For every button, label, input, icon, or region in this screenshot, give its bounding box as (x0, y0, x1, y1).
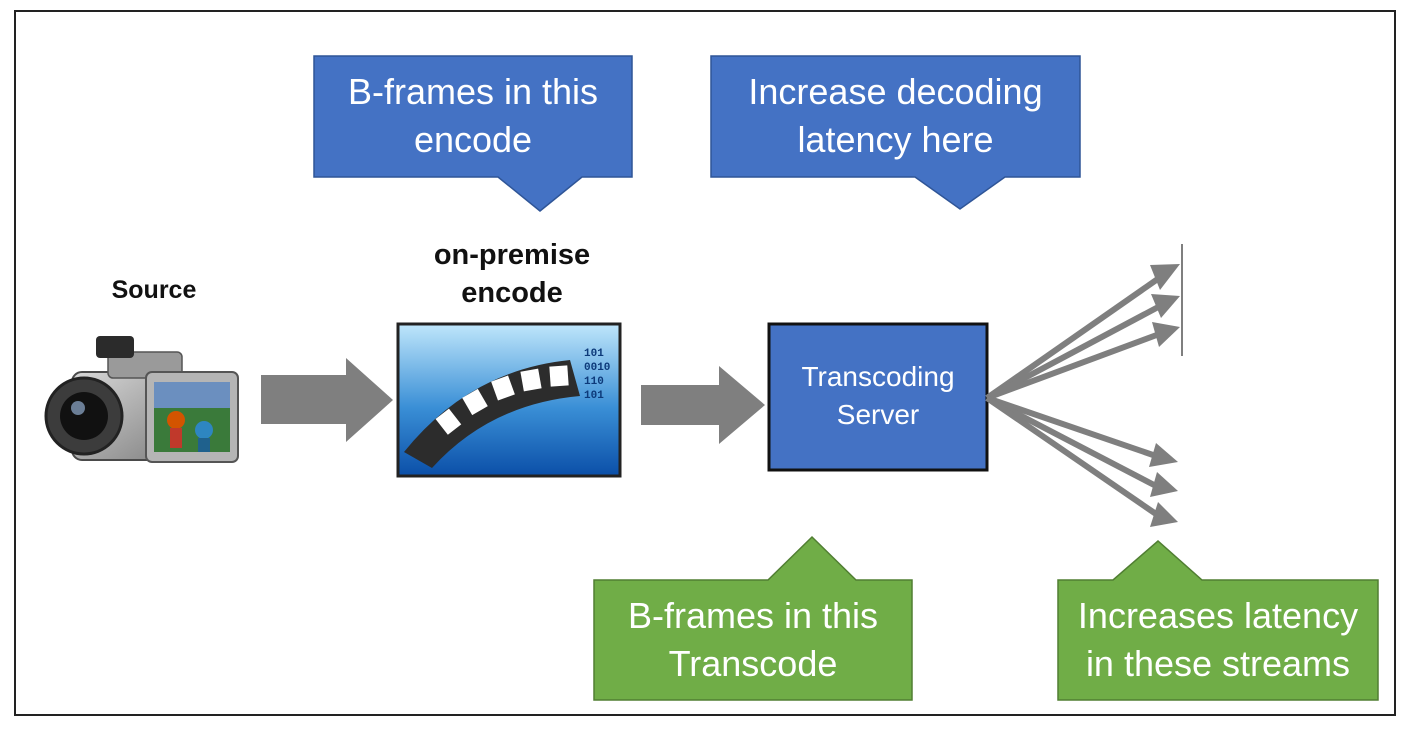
transcoding-server-box (767, 322, 989, 472)
svg-text:101: 101 (584, 390, 604, 402)
stream-arrowhead-5 (1150, 472, 1178, 497)
callout-bframes-transcode: B-frames in this Transcode (627, 595, 879, 684)
transcoding-server-label: Transcoding Server (801, 361, 955, 430)
callout-bframes-encode: B-frames in this encode (347, 71, 599, 160)
stream-arrow-1 (985, 273, 1164, 401)
stream-arrowhead-2 (1151, 294, 1180, 318)
stream-arrowhead-3 (1152, 322, 1180, 347)
arrow-source-to-encode (261, 358, 393, 442)
stream-arrow-4 (986, 395, 1157, 459)
stream-arrow-5 (985, 395, 1158, 489)
stream-arrowhead-6 (1150, 502, 1178, 527)
svg-text:110: 110 (584, 376, 604, 388)
stream-arrow-2 (985, 302, 1164, 401)
stream-arrow-6 (985, 395, 1158, 517)
encode-label: on-premise encode (433, 239, 591, 309)
stream-arrow-3 (985, 330, 1164, 401)
film-strip-icon: 101 0010 110 101 (396, 322, 622, 478)
arrow-encode-to-server (641, 366, 765, 444)
stream-arrowhead-4 (1149, 443, 1178, 467)
callout-stream-latency-shape (1057, 540, 1379, 701)
source-label: Source (111, 276, 197, 304)
output-streams (985, 264, 1180, 527)
svg-text:101: 101 (584, 348, 604, 360)
video-camera-icon (44, 336, 239, 463)
callout-decoding-latency-shape (710, 55, 1081, 210)
callout-stream-latency: Increases latency in these streams (1077, 595, 1359, 684)
callout-decoding-latency: Increase decoding latency here (748, 71, 1043, 160)
stream-arrowhead-1 (1150, 264, 1180, 290)
svg-text:0010: 0010 (584, 362, 610, 374)
diagram-frame (14, 10, 1396, 716)
callout-bframes-encode-shape (313, 55, 633, 212)
callout-bframes-transcode-shape (593, 535, 913, 701)
